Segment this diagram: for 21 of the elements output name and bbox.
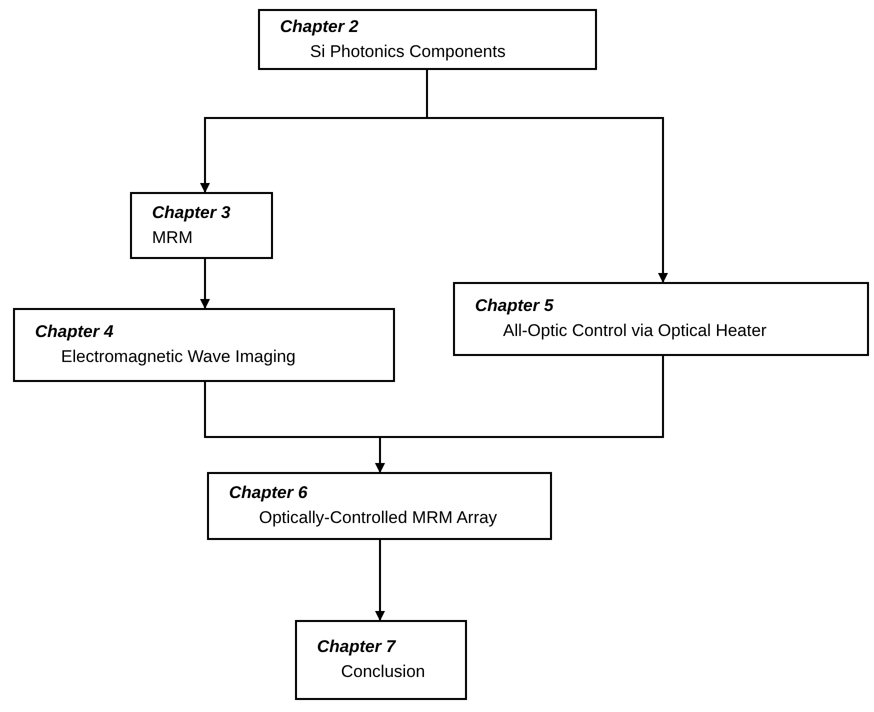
chapter-box bbox=[295, 620, 467, 700]
chapter-subtitle: MRM bbox=[152, 226, 194, 248]
chapter-subtitle: Electromagnetic Wave Imaging bbox=[60, 346, 297, 368]
arrow bbox=[375, 540, 385, 621]
chapter-subtitle: Conclusion bbox=[340, 661, 426, 683]
chapter-subtitle: Si Photonics Components bbox=[309, 40, 507, 62]
chapter-title: Chapter 7 bbox=[317, 636, 397, 658]
arrow bbox=[200, 259, 210, 309]
chapter-box bbox=[130, 192, 273, 259]
chapter-title: Chapter 4 bbox=[35, 321, 114, 344]
chapter-box bbox=[453, 282, 869, 356]
chapter-box bbox=[207, 472, 552, 540]
chapter-title: Chapter 5 bbox=[475, 295, 554, 318]
chapter-subtitle: All-Optic Control via Optical Heater bbox=[502, 320, 768, 342]
chapter-title: Chapter 3 bbox=[152, 202, 232, 224]
chapter-subtitle: Optically-Controlled MRM Array bbox=[258, 507, 498, 529]
chapter-box bbox=[13, 308, 395, 382]
chapter-title: Chapter 2 bbox=[280, 16, 360, 38]
chapter-box bbox=[258, 9, 597, 70]
arrow bbox=[375, 356, 664, 473]
chapter-title: Chapter 6 bbox=[229, 482, 308, 504]
